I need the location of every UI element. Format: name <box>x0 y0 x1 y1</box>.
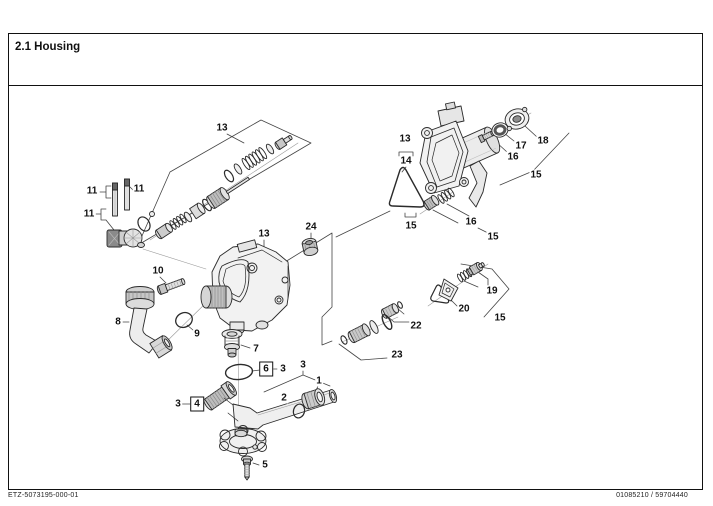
main-housing <box>200 239 291 335</box>
part-number-footer: 01085210 / 59704440 <box>616 492 688 499</box>
valve-stack-23 <box>340 313 393 345</box>
valve-fitting-7 <box>221 329 243 358</box>
piston-assembly <box>149 135 293 240</box>
page-title: 2.1 Housing <box>15 41 81 53</box>
inlet-fitting-4 <box>203 381 237 411</box>
cap-1 <box>301 388 326 410</box>
elbow-pipe <box>125 286 173 359</box>
leader-lines <box>95 119 570 466</box>
title-separator <box>9 85 702 86</box>
nut-24 <box>301 237 319 257</box>
pins-and-block <box>106 178 151 248</box>
spring-large <box>241 147 268 171</box>
head-cover-assembly <box>419 101 501 208</box>
spring-small <box>169 213 187 230</box>
gasket-14 <box>388 166 425 208</box>
page-border: 2.1 Housing <box>8 33 703 490</box>
bolt-10 <box>156 278 186 295</box>
valve-group-19-20 <box>430 262 485 304</box>
knurled-piston <box>206 187 230 209</box>
plug-spring-16 <box>423 187 455 211</box>
o-ring-2 <box>292 403 306 419</box>
seal-17 <box>491 122 509 138</box>
bearing-18 <box>504 106 530 132</box>
document-number: ETZ-5073195-000-01 <box>8 492 79 499</box>
o-ring-9 <box>175 311 193 329</box>
screw-5 <box>241 455 253 481</box>
o-ring-6 <box>224 363 254 381</box>
